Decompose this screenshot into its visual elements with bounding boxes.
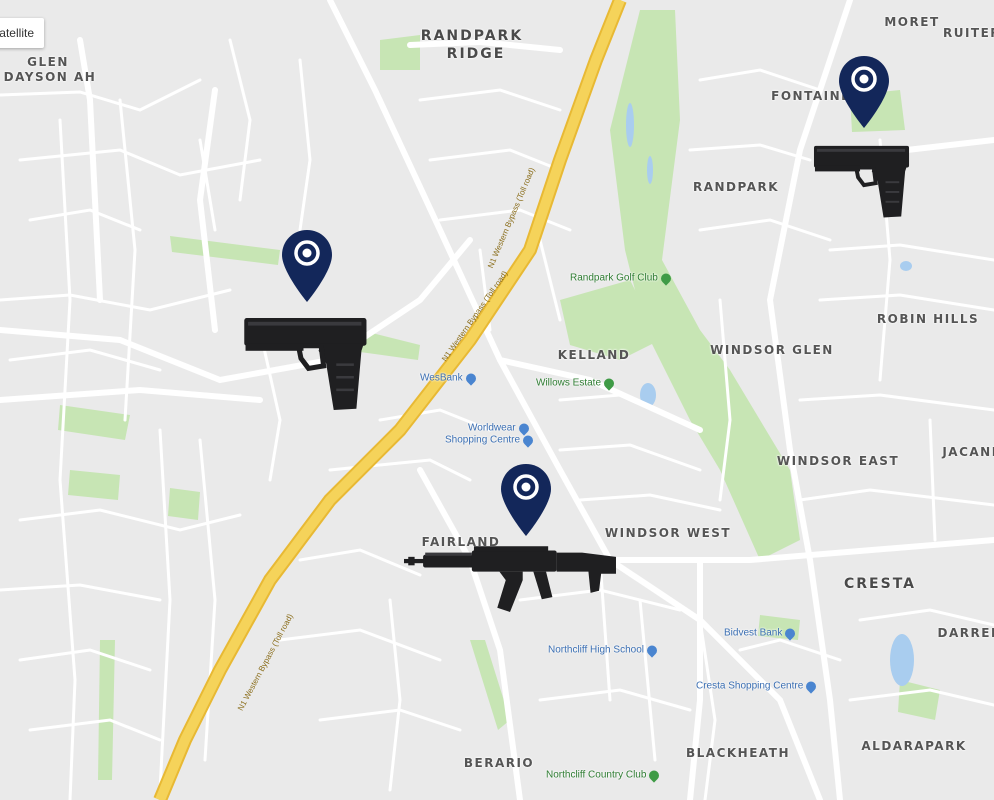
poi-text: Bidvest Bank: [724, 627, 783, 639]
suburb-label: DAYSON AH: [3, 70, 97, 84]
suburb-label: JACANI: [942, 445, 994, 459]
location-pin-icon[interactable]: [499, 462, 553, 538]
suburb-label: ALDARAPARK: [861, 739, 967, 753]
pistol-icon: [243, 313, 369, 416]
place-pin-icon: [783, 625, 798, 641]
suburb-label: RUITER: [942, 26, 994, 40]
place-pin-icon: [601, 375, 617, 391]
poi-label[interactable]: Randpark Golf Club: [570, 270, 673, 286]
location-pin-icon[interactable]: [280, 228, 334, 304]
poi-text: WesBank: [420, 372, 463, 384]
suburb-label: KELLAND: [557, 348, 631, 362]
suburb-label: RANDPARK: [420, 28, 524, 44]
poi-label[interactable]: Shopping Centre: [445, 432, 536, 448]
poi-text: Randpark Golf Club: [570, 272, 658, 284]
suburb-label: WINDSOR GLEN: [710, 343, 834, 357]
suburb-label: MORET: [884, 15, 940, 29]
place-pin-icon: [647, 767, 662, 783]
poi-text: Cresta Shopping Centre: [696, 680, 804, 692]
poi-text: Northcliff Country Club: [546, 769, 647, 781]
poi-label[interactable]: WesBank: [420, 370, 478, 386]
place-pin-icon: [520, 432, 536, 448]
poi-text: Northcliff High School: [548, 644, 644, 656]
place-pin-icon: [516, 420, 531, 436]
suburb-label: ROBIN HILLS: [876, 312, 980, 326]
poi-text: Worldwear: [468, 422, 516, 434]
place-pin-icon: [463, 370, 478, 386]
rifle-icon: [404, 542, 616, 617]
poi-text: Shopping Centre: [445, 434, 521, 446]
suburb-label: RIDGE: [446, 46, 506, 62]
location-pin-icon[interactable]: [837, 54, 891, 130]
suburb-label: WINDSOR WEST: [604, 526, 732, 540]
park-areas: [58, 10, 940, 780]
water-bodies: [626, 103, 914, 686]
suburb-label: BERARIO: [463, 756, 535, 770]
highway-core: [155, 0, 625, 800]
poi-label[interactable]: Bidvest Bank: [724, 625, 798, 641]
suburb-label: CRESTA: [844, 576, 916, 592]
suburb-label: DARREN: [937, 626, 994, 640]
suburb-label: BLACKHEATH: [685, 746, 791, 760]
suburb-label: FAIRLAND: [421, 535, 501, 549]
suburb-label: RANDPARK: [692, 180, 780, 194]
poi-label[interactable]: Worldwear: [468, 420, 531, 436]
pistol-icon: [813, 142, 911, 223]
suburb-label: FONTAINE: [771, 89, 851, 103]
place-pin-icon: [644, 642, 660, 658]
suburb-label: GLEN: [27, 55, 69, 69]
poi-label[interactable]: Willows Estate: [536, 375, 617, 391]
place-pin-icon: [804, 678, 819, 694]
poi-label[interactable]: Cresta Shopping Centre: [696, 678, 819, 694]
satellite-toggle[interactable]: Satellite: [0, 18, 44, 48]
poi-label[interactable]: Northcliff High School: [548, 642, 660, 658]
poi-text: Willows Estate: [536, 377, 602, 389]
suburb-label: WINDSOR EAST: [776, 454, 900, 468]
minor-streets: [0, 38, 994, 800]
place-pin-icon: [658, 270, 673, 286]
poi-label[interactable]: Northcliff Country Club: [546, 767, 662, 783]
